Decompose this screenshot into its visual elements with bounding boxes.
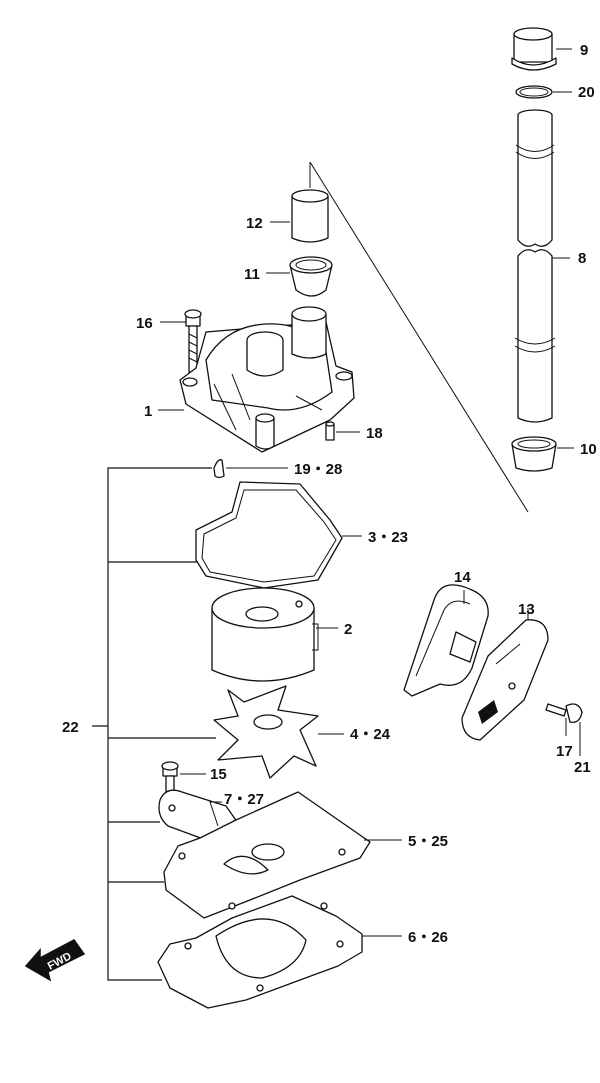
assembly-callout-line xyxy=(309,161,529,513)
part-20-o-ring xyxy=(515,85,553,99)
part-17-screw xyxy=(545,703,567,717)
part-label-11: 11 xyxy=(244,266,260,283)
part-label-12: 12 xyxy=(246,215,263,232)
part-label-3: 3・23 xyxy=(368,529,408,546)
part-label-5: 5・25 xyxy=(408,833,448,850)
part-label-20: 20 xyxy=(578,84,595,101)
part-label-2: 2 xyxy=(344,621,352,638)
part-label-19: 19・28 xyxy=(294,461,342,478)
part-label-17: 17 xyxy=(556,743,573,760)
part-1-pump-housing xyxy=(179,306,355,453)
part-label-14: 14 xyxy=(454,569,471,586)
part-12-spacer xyxy=(291,189,329,243)
part-label-10: 10 xyxy=(580,441,597,458)
part-label-21: 21 xyxy=(574,759,591,776)
part-10-grommet xyxy=(511,436,557,472)
part-label-6: 6・26 xyxy=(408,929,448,946)
part-3-gasket-ring xyxy=(195,481,343,589)
kit-22-bracket xyxy=(92,467,216,981)
part-label-8: 8 xyxy=(578,250,586,267)
part-labels: 9 20 8 10 12 11 16 1 18 19・28 3・23 2 4・2… xyxy=(62,42,597,946)
part-label-22: 22 xyxy=(62,719,79,736)
leader-lines xyxy=(158,48,581,937)
part-5-plate xyxy=(163,791,371,919)
part-label-9: 9 xyxy=(580,42,588,59)
part-13-decal-plate xyxy=(461,619,549,741)
fwd-arrow-icon: FWD xyxy=(24,939,86,982)
part-11-seal xyxy=(289,256,333,297)
part-label-7: 7・27 xyxy=(224,791,264,808)
part-label-13: 13 xyxy=(518,601,535,618)
part-16-bolt xyxy=(184,309,202,373)
part-label-16: 16 xyxy=(136,315,153,332)
part-label-18: 18 xyxy=(366,425,383,442)
part-9-grommet xyxy=(511,27,557,71)
part-19-key xyxy=(213,459,225,479)
part-21-clip xyxy=(565,703,583,723)
part-4-impeller xyxy=(213,685,319,779)
part-label-4: 4・24 xyxy=(350,726,391,743)
part-18-pin xyxy=(325,421,335,441)
part-label-1: 1 xyxy=(144,403,152,420)
part-6-gasket xyxy=(157,895,363,1009)
part-2-impeller-case xyxy=(211,587,319,682)
part-label-15: 15 xyxy=(210,766,227,783)
part-8-water-tube xyxy=(514,109,556,423)
part-14-cover xyxy=(403,584,489,697)
